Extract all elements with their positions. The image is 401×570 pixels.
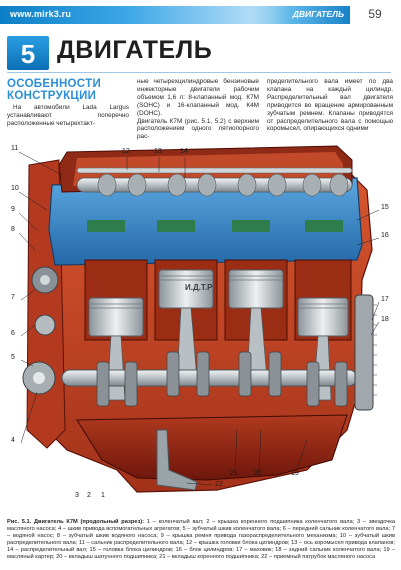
engraving-text: И.Д.Т.Р xyxy=(185,283,213,292)
body-column-1: На автомобили Lada Largus устанавливают … xyxy=(7,104,129,127)
coolant-passage xyxy=(157,220,195,232)
title-divider xyxy=(7,72,391,73)
coolant-passage xyxy=(305,220,343,232)
callout-1: 1 xyxy=(101,492,105,499)
callout-8: 8 xyxy=(11,226,15,233)
section-tag: ДВИГАТЕЛЬ xyxy=(292,9,344,19)
pistons xyxy=(88,269,349,337)
callout-14: 14 xyxy=(180,148,188,155)
section-heading: ОСОБЕННОСТИ КОНСТРУКЦИИ xyxy=(7,78,102,102)
callout-9: 9 xyxy=(11,206,15,213)
callout-22: 22 xyxy=(215,481,223,488)
callout-10: 10 xyxy=(11,185,19,192)
body-column-2: ные четырехцилиндровые бензиновые инжект… xyxy=(137,78,259,141)
callout-21: 21 xyxy=(230,470,238,477)
callout-16: 16 xyxy=(381,232,389,239)
chapter-number: 5 xyxy=(20,39,36,69)
callout-13: 13 xyxy=(154,148,162,155)
callout-2: 2 xyxy=(87,492,91,499)
callout-4: 4 xyxy=(11,437,15,444)
oil-sump xyxy=(76,414,348,481)
coolant-passage xyxy=(87,220,125,232)
rocker-shaft xyxy=(76,167,353,174)
page-header: www.mirk3.ru ДВИГАТЕЛЬ 59 xyxy=(0,0,401,30)
page-number: 59 xyxy=(368,7,382,21)
cylinder-head xyxy=(48,177,363,266)
camshaft-lobes xyxy=(97,173,349,197)
flywheel xyxy=(354,294,374,411)
coolant-passage xyxy=(232,220,270,232)
callout-12: 12 xyxy=(122,148,130,155)
piston-rings xyxy=(89,275,348,309)
engine-cutaway-figure: И.Д.Т.Р 11 10 9 8 7 6 5 4 12 13 14 15 16… xyxy=(7,130,394,518)
crank-webs xyxy=(96,351,348,407)
oil-pump-pickup xyxy=(156,429,198,491)
callout-18: 18 xyxy=(381,316,389,323)
callout-3: 3 xyxy=(75,492,79,499)
callout-5: 5 xyxy=(11,354,15,361)
figure-caption: Рис. 5.1. Двигатель К7М (продольный разр… xyxy=(7,519,395,561)
callout-15: 15 xyxy=(381,204,389,211)
callout-19: 19 xyxy=(291,470,299,477)
callout-6: 6 xyxy=(11,330,15,337)
body-column-3: пределительного вала имеет по два клапан… xyxy=(267,78,393,133)
callout-20: 20 xyxy=(254,470,262,477)
water-pump-pulley xyxy=(34,314,56,336)
caption-title: Рис. 5.1. Двигатель К7М (продольный разр… xyxy=(7,519,145,525)
chapter-number-badge: 5 xyxy=(7,36,49,70)
flywheel-teeth xyxy=(373,304,377,396)
callout-7: 7 xyxy=(11,294,15,301)
caption-text: 1 – коленчатый вал; 2 – крышка коренного… xyxy=(7,519,395,560)
site-url[interactable]: www.mirk3.ru xyxy=(10,9,72,19)
callout-11: 11 xyxy=(11,145,19,152)
header-bar-left xyxy=(0,6,310,24)
callout-17: 17 xyxy=(381,296,389,303)
callout-leaders xyxy=(18,151,380,486)
header-bar-right xyxy=(250,6,350,24)
chapter-title: ДВИГАТЕЛЬ xyxy=(57,36,213,64)
engine-illustration: И.Д.Т.Р xyxy=(18,145,380,493)
